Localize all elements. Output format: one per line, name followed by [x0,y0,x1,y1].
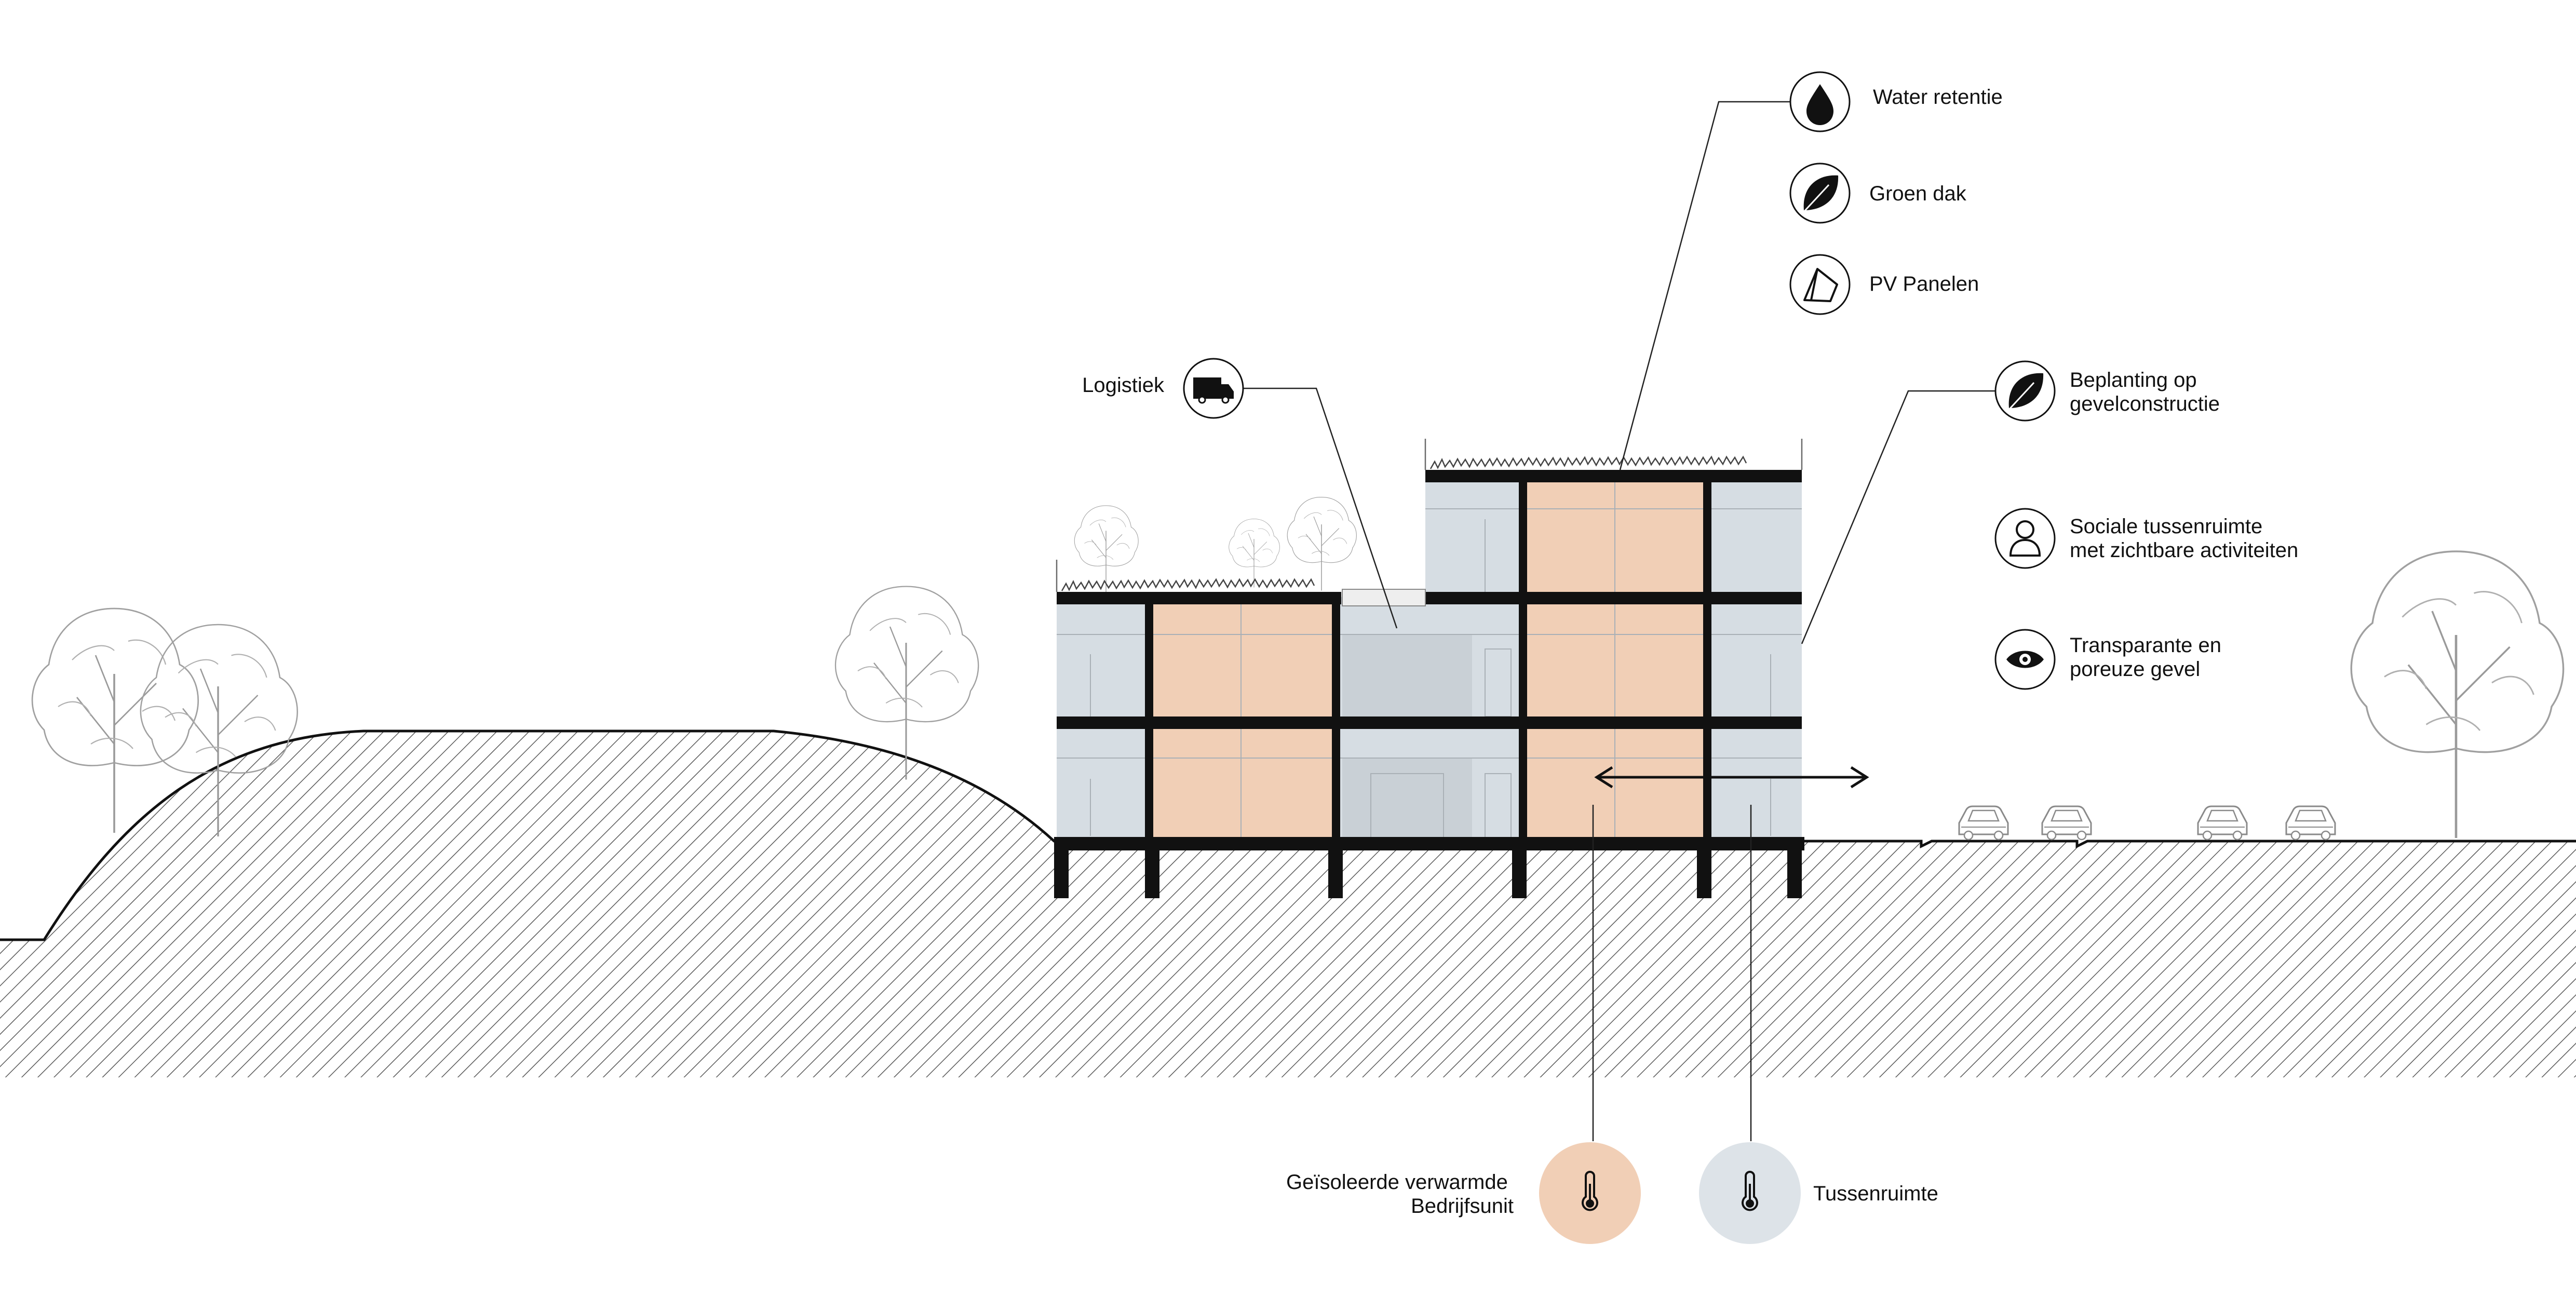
annotation-transparent-facade [1994,629,2056,690]
legend-heated-unit-label: Geïsoleerde verwarmde Bedrijfsunit [1286,1171,1514,1218]
ground-line [0,729,2576,941]
ground-section [0,731,2576,1077]
pv-panel-icon [1803,268,1838,302]
logistics-core-lower [1342,758,1472,841]
thermometer-icon [1742,1171,1758,1211]
annotation-logistics [1183,358,1244,419]
heated-unit [1521,727,1706,841]
annotation-facade-planting [1994,360,2056,422]
delivery-van-icon [1193,377,1234,404]
eye-icon [2006,651,2044,668]
water-drop-icon [1806,84,1833,125]
legend-buffer-space-label: Tussenruimte [1813,1182,1938,1205]
person-icon [2009,520,2041,557]
heated-unit [1521,475,1706,592]
roof-hatch [1342,589,1426,606]
logistics-core-upper [1342,634,1472,718]
annotation-pv-panels [1789,254,1851,315]
parked-cars [1958,805,2336,841]
green-roof-vegetation [1429,455,1747,469]
leaf-icon [2007,373,2044,412]
leaf-icon [1802,175,1839,214]
heated-unit [1521,597,1706,716]
label-social-space: Sociale tussenruimte met zichtbare activ… [2070,515,2298,562]
building-section [1054,439,1804,898]
annotation-water-retention [1789,71,1851,132]
label-logistics: Logistiek [1082,374,1165,397]
legend-buffer-space-swatch [1699,1142,1801,1244]
label-pv-panels: PV Panelen [1869,273,1979,295]
label-water-retention: Water retentie [1873,86,2003,109]
leader-lines [1243,101,1996,1141]
tree-right [2351,551,2563,838]
annotation-social-space [1994,508,2056,569]
connection-arrow [1594,766,1869,789]
label-green-roof: Groen dak [1869,182,1967,205]
annotation-green-roof [1789,163,1851,224]
label-facade-planting: Beplanting op gevelconstructie [2070,369,2220,415]
thermometer-icon [1582,1171,1598,1211]
heated-unit [1148,727,1332,841]
heated-unit [1148,597,1332,716]
roof-shrubs [1074,496,1357,592]
label-transparent-facade: Transparante en poreuze gevel [2070,634,2227,681]
legend-heated-unit-swatch [1539,1142,1641,1244]
green-roof-vegetation [1061,578,1315,591]
